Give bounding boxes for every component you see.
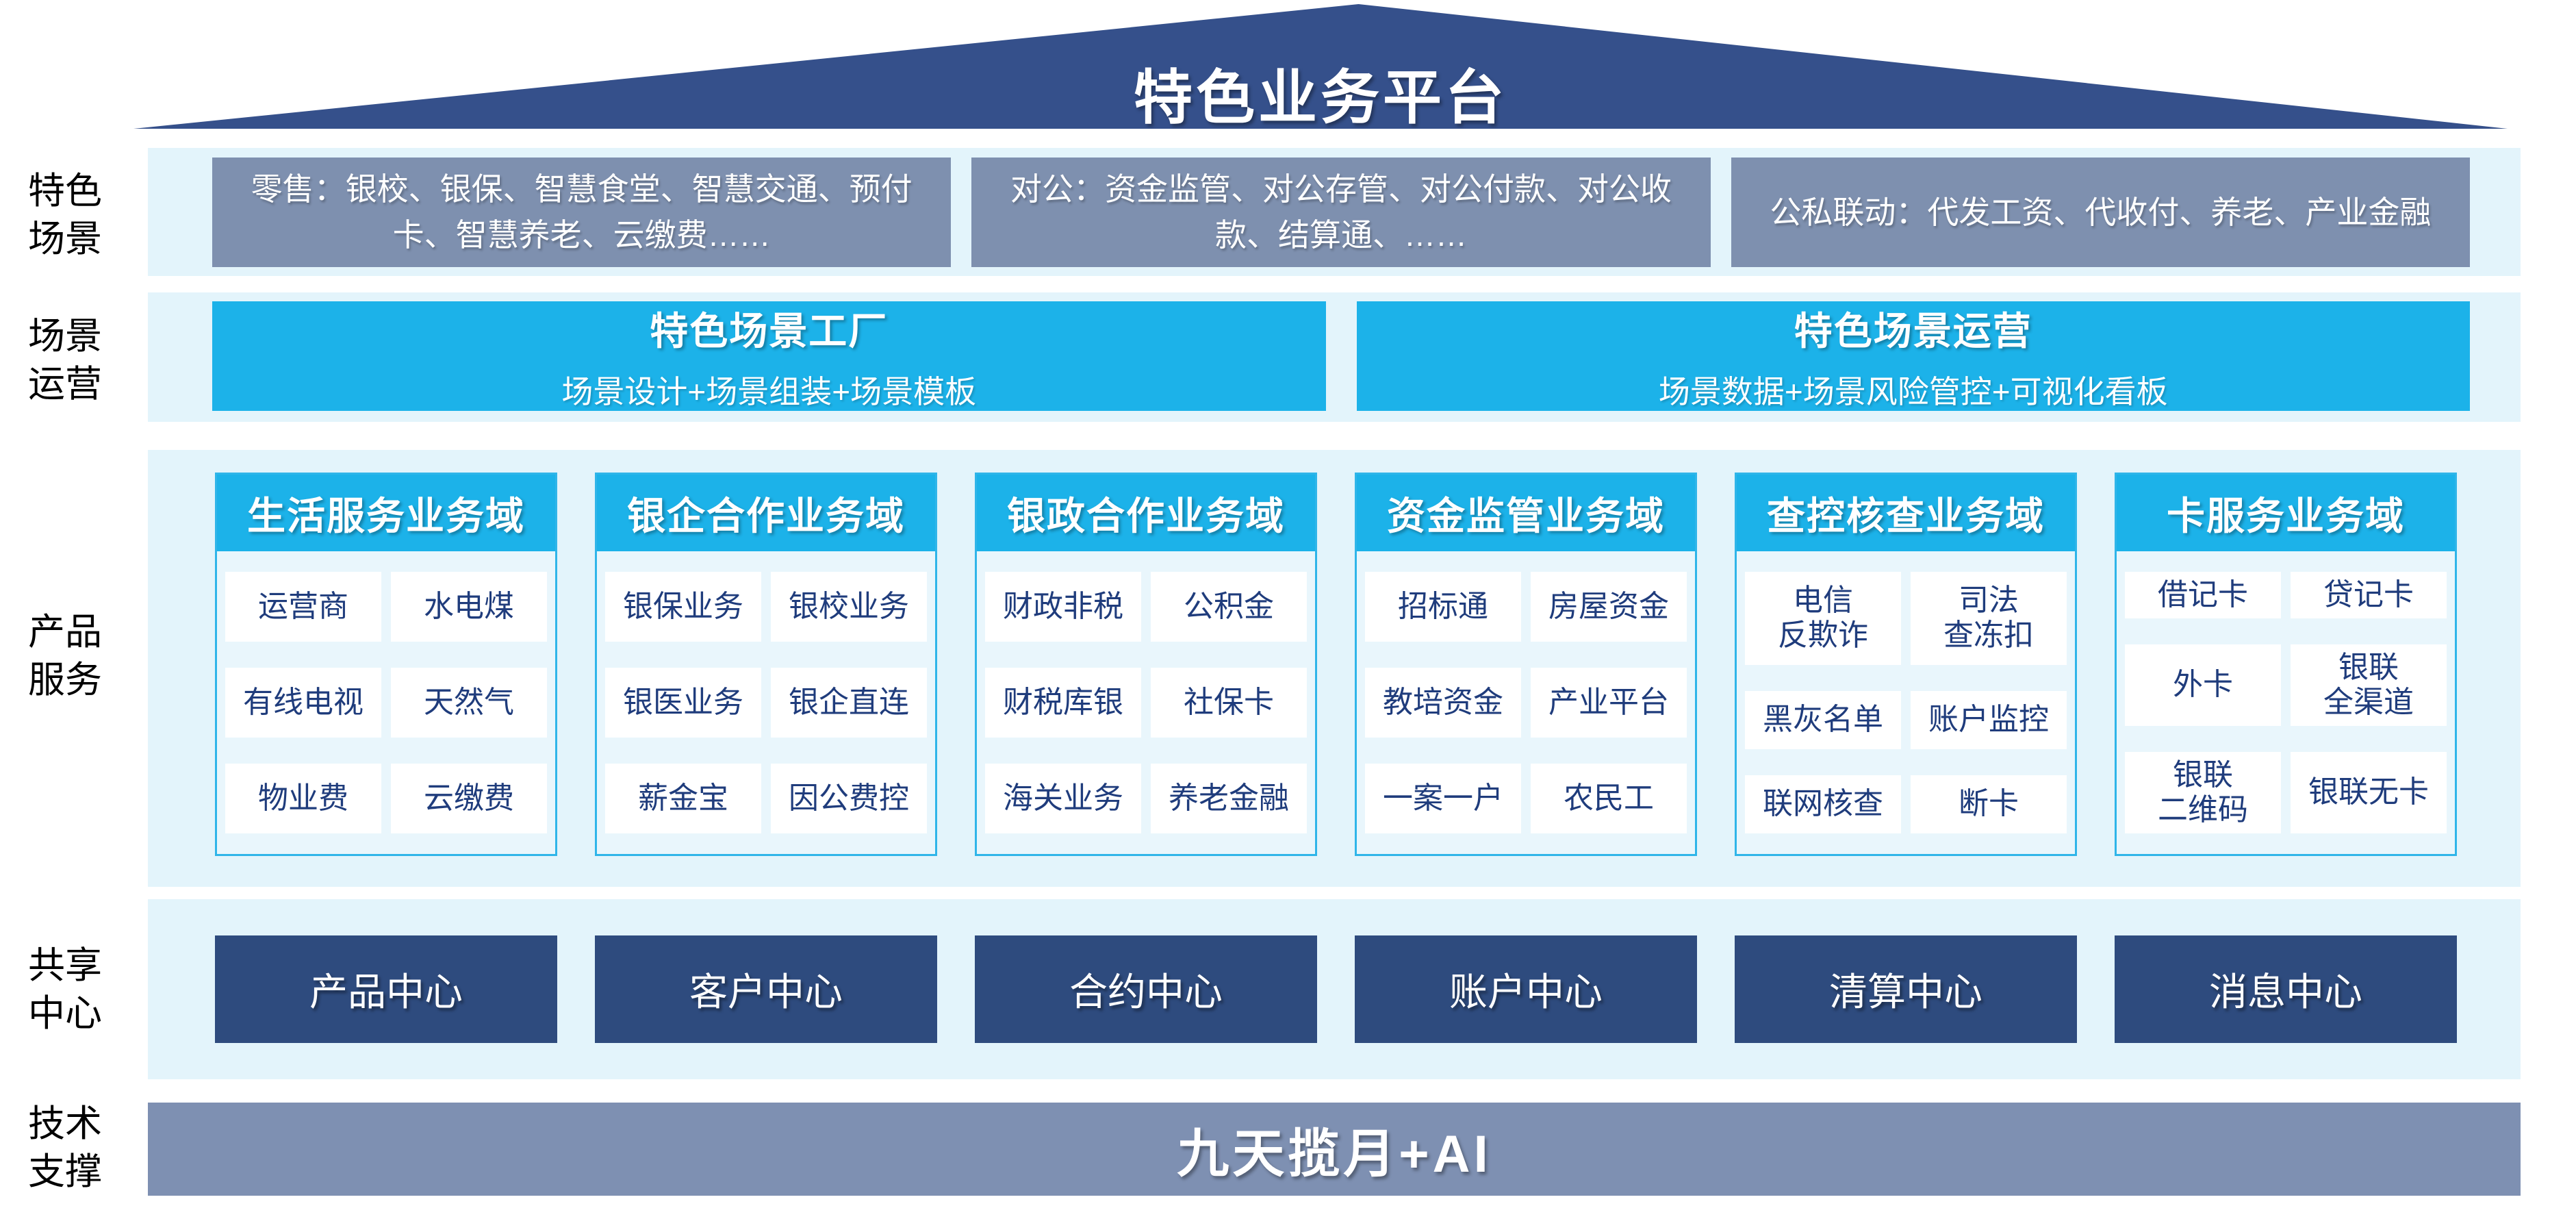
product-cell: 银联无卡 — [2291, 752, 2447, 833]
product-cell: 海关业务 — [985, 764, 1141, 833]
product-cell: 云缴费 — [391, 764, 547, 833]
domain-life-services: 生活服务业务域 运营商 水电煤 有线电视 天然气 物业费 云缴费 — [215, 473, 557, 856]
center-contract: 合约中心 — [975, 935, 1317, 1043]
scenario-operation-subtitle: 场景数据+场景风险管控+可视化看板 — [1658, 373, 2168, 410]
scenario-factory-title: 特色场景工厂 — [650, 309, 889, 353]
scenario-box-retail: 零售：银校、银保、智慧食堂、智慧交通、预付卡、智慧养老、云缴费…… — [212, 158, 952, 267]
domain-cells: 银保业务 银校业务 银医业务 银企直连 薪金宝 因公费控 — [597, 551, 935, 854]
roof-banner: 特色业务平台 — [133, 4, 2508, 129]
domain-header: 银企合作业务域 — [597, 475, 935, 551]
product-cell: 物业费 — [225, 764, 381, 833]
platform-title: 特色业务平台 — [1134, 65, 1507, 131]
shared-center-band: 产品中心 客户中心 合约中心 账户中心 清算中心 消息中心 — [148, 899, 2521, 1079]
product-cell: 黑灰名单 — [1745, 690, 1901, 749]
domain-inquiry-control: 查控核查业务域 电信 反欺诈 司法 查冻扣 黑灰名单 账户监控 联网核查 断卡 — [1735, 473, 2077, 856]
product-cell: 账户监控 — [1911, 690, 2067, 749]
product-cell: 招标通 — [1365, 572, 1521, 642]
product-cell: 银保业务 — [605, 572, 761, 642]
scenario-factory-subtitle: 场景设计+场景组装+场景模板 — [561, 373, 977, 410]
product-cell: 电信 反欺诈 — [1745, 572, 1901, 665]
center-customer: 客户中心 — [595, 935, 937, 1043]
product-cell: 银医业务 — [605, 668, 761, 738]
domain-header: 生活服务业务域 — [217, 475, 555, 551]
product-cell: 有线电视 — [225, 668, 381, 738]
side-label-tech-support: 技术 支撑 — [28, 1103, 102, 1193]
center-product: 产品中心 — [215, 935, 557, 1043]
domain-card-services: 卡服务业务域 借记卡 贷记卡 外卡 银联 全渠道 银联 二维码 银联无卡 — [2115, 473, 2457, 856]
domain-bank-government: 银政合作业务域 财政非税 公积金 财税库银 社保卡 海关业务 养老金融 — [975, 473, 1317, 856]
domain-fund-supervision: 资金监管业务域 招标通 房屋资金 教培资金 产业平台 一案一户 农民工 — [1355, 473, 1697, 856]
product-cell: 断卡 — [1911, 775, 2067, 833]
domain-cells: 财政非税 公积金 财税库银 社保卡 海关业务 养老金融 — [977, 551, 1315, 854]
product-cell: 外卡 — [2125, 644, 2281, 727]
product-cell: 公积金 — [1151, 572, 1307, 642]
scenario-band: 零售：银校、银保、智慧食堂、智慧交通、预付卡、智慧养老、云缴费…… 对公：资金监… — [148, 148, 2521, 276]
tech-support-bar: 九天揽月+AI — [148, 1103, 2521, 1196]
product-cell: 财税库银 — [985, 668, 1141, 738]
product-cell: 一案一户 — [1365, 764, 1521, 833]
center-clearing: 清算中心 — [1735, 935, 2077, 1043]
scenario-operation-title: 特色场景运营 — [1794, 309, 2032, 353]
product-cell: 因公费控 — [771, 764, 927, 833]
product-cell: 银联 全渠道 — [2291, 644, 2447, 727]
scenario-factory-box: 特色场景工厂 场景设计+场景组装+场景模板 — [212, 301, 1326, 411]
product-cell: 财政非税 — [985, 572, 1141, 642]
product-cell: 贷记卡 — [2291, 572, 2447, 619]
domain-header: 卡服务业务域 — [2117, 475, 2455, 551]
product-cell: 社保卡 — [1151, 668, 1307, 738]
product-cell: 银企直连 — [771, 668, 927, 738]
domain-header: 银政合作业务域 — [977, 475, 1315, 551]
product-cell: 养老金融 — [1151, 764, 1307, 833]
product-band: 生活服务业务域 运营商 水电煤 有线电视 天然气 物业费 云缴费 银企合作业务域… — [148, 450, 2521, 887]
operation-band: 特色场景工厂 场景设计+场景组装+场景模板 特色场景运营 场景数据+场景风险管控… — [148, 292, 2521, 422]
product-cell: 薪金宝 — [605, 764, 761, 833]
product-cell: 银校业务 — [771, 572, 927, 642]
domain-cells: 运营商 水电煤 有线电视 天然气 物业费 云缴费 — [217, 551, 555, 854]
domain-cells: 借记卡 贷记卡 外卡 银联 全渠道 银联 二维码 银联无卡 — [2117, 551, 2455, 854]
product-cell: 教培资金 — [1365, 668, 1521, 738]
product-cell: 水电煤 — [391, 572, 547, 642]
domain-cells: 电信 反欺诈 司法 查冻扣 黑灰名单 账户监控 联网核查 断卡 — [1737, 551, 2075, 854]
scenario-box-public-private: 公私联动：代发工资、代收付、养老、产业金融 — [1731, 158, 2470, 267]
center-message: 消息中心 — [2115, 935, 2457, 1043]
scenario-box-corporate: 对公：资金监管、对公存管、对公付款、对公收款、结算通、…… — [971, 158, 1711, 267]
center-account: 账户中心 — [1355, 935, 1697, 1043]
product-cell: 农民工 — [1531, 764, 1687, 833]
side-label-products: 产品 服务 — [28, 612, 102, 701]
domain-cells: 招标通 房屋资金 教培资金 产业平台 一案一户 农民工 — [1357, 551, 1695, 854]
product-cell: 运营商 — [225, 572, 381, 642]
product-cell: 司法 查冻扣 — [1911, 572, 2067, 665]
side-label-shared-center: 共享 中心 — [28, 945, 102, 1035]
product-cell: 借记卡 — [2125, 572, 2281, 619]
side-label-operation: 场景 运营 — [28, 316, 102, 405]
domain-bank-enterprise: 银企合作业务域 银保业务 银校业务 银医业务 银企直连 薪金宝 因公费控 — [595, 473, 937, 856]
side-label-scenarios: 特色 场景 — [28, 171, 102, 260]
product-cell: 联网核查 — [1745, 775, 1901, 833]
product-cell: 银联 二维码 — [2125, 752, 2281, 833]
scenario-operation-box: 特色场景运营 场景数据+场景风险管控+可视化看板 — [1356, 301, 2470, 411]
product-cell: 房屋资金 — [1531, 572, 1687, 642]
domain-header: 查控核查业务域 — [1737, 475, 2075, 551]
product-cell: 产业平台 — [1531, 668, 1687, 738]
domain-header: 资金监管业务域 — [1357, 475, 1695, 551]
product-cell: 天然气 — [391, 668, 547, 738]
